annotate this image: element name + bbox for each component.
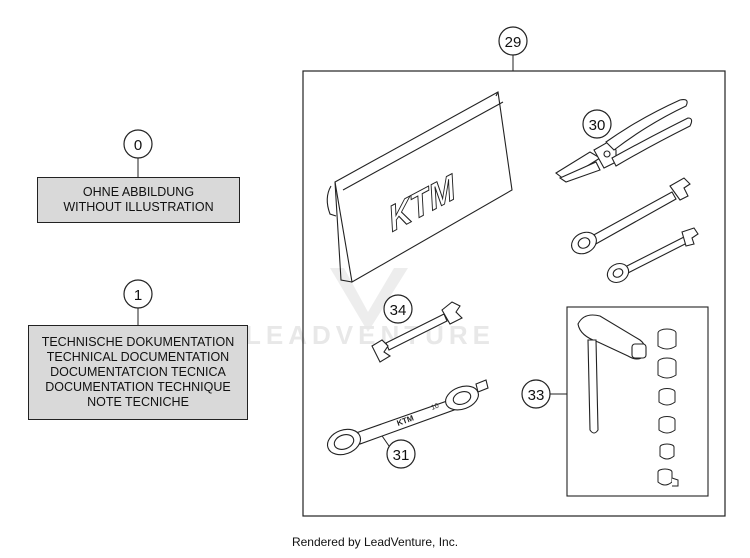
ring-spanner-size: 10	[430, 403, 440, 412]
tool-kit-frame	[302, 70, 726, 517]
socket-bit-4	[658, 416, 676, 434]
pliers	[555, 99, 693, 183]
callout-33-label: 33	[528, 387, 545, 404]
callout-0-label: 0	[134, 137, 142, 154]
callout-34: 34	[383, 294, 413, 324]
callout-30-label: 30	[589, 117, 606, 134]
socket-bit-2	[657, 357, 677, 379]
callout-0: 0	[123, 129, 153, 177]
box1-line-3: DOCUMENTATCION TECNICA	[50, 365, 226, 379]
combination-wrench-small	[606, 227, 699, 284]
callout-29: 29	[498, 26, 528, 71]
footer-credit: Rendered by LeadVenture, Inc.	[291, 535, 459, 549]
callout-1-label: 1	[134, 287, 142, 304]
box1-line-1: TECHNISCHE DOKUMENTATION	[41, 335, 235, 349]
callout-33: 33	[521, 379, 567, 409]
box1-line-5: NOTE TECNICHE	[87, 395, 189, 409]
socket-bits	[657, 328, 679, 487]
callout-31-label: 31	[393, 447, 410, 464]
without-illustration-box: OHNE ABBILDUNG WITHOUT ILLUSTRATION	[37, 177, 240, 223]
watermark-text: LEADVENTURE	[245, 320, 495, 350]
callout-1: 1	[123, 279, 153, 325]
combination-wrench-large	[571, 177, 691, 255]
tool-pouch: KTM	[326, 91, 513, 283]
t-handle-driver	[577, 314, 647, 434]
socket-bit-6	[657, 468, 679, 487]
bit-set-frame	[566, 306, 709, 497]
technical-documentation-box: TECHNISCHE DOKUMENTATION TECHNICAL DOCUM…	[28, 325, 248, 420]
box0-line-1: OHNE ABBILDUNG	[82, 185, 195, 199]
socket-bit-3	[658, 388, 676, 406]
socket-bit-5	[659, 443, 675, 460]
callout-31: 31	[377, 429, 416, 469]
callout-30: 30	[582, 109, 612, 139]
ring-spanner: KTM 10	[326, 379, 489, 456]
box1-line-4: DOCUMENTATION TECHNIQUE	[45, 380, 231, 394]
callout-29-label: 29	[505, 34, 522, 51]
box0-line-2: WITHOUT ILLUSTRATION	[63, 200, 214, 214]
socket-bit-1	[657, 328, 677, 350]
box1-line-2: TECHNICAL DOCUMENTATION	[46, 350, 230, 364]
open-end-wrench	[371, 301, 463, 363]
callout-34-label: 34	[390, 302, 407, 319]
